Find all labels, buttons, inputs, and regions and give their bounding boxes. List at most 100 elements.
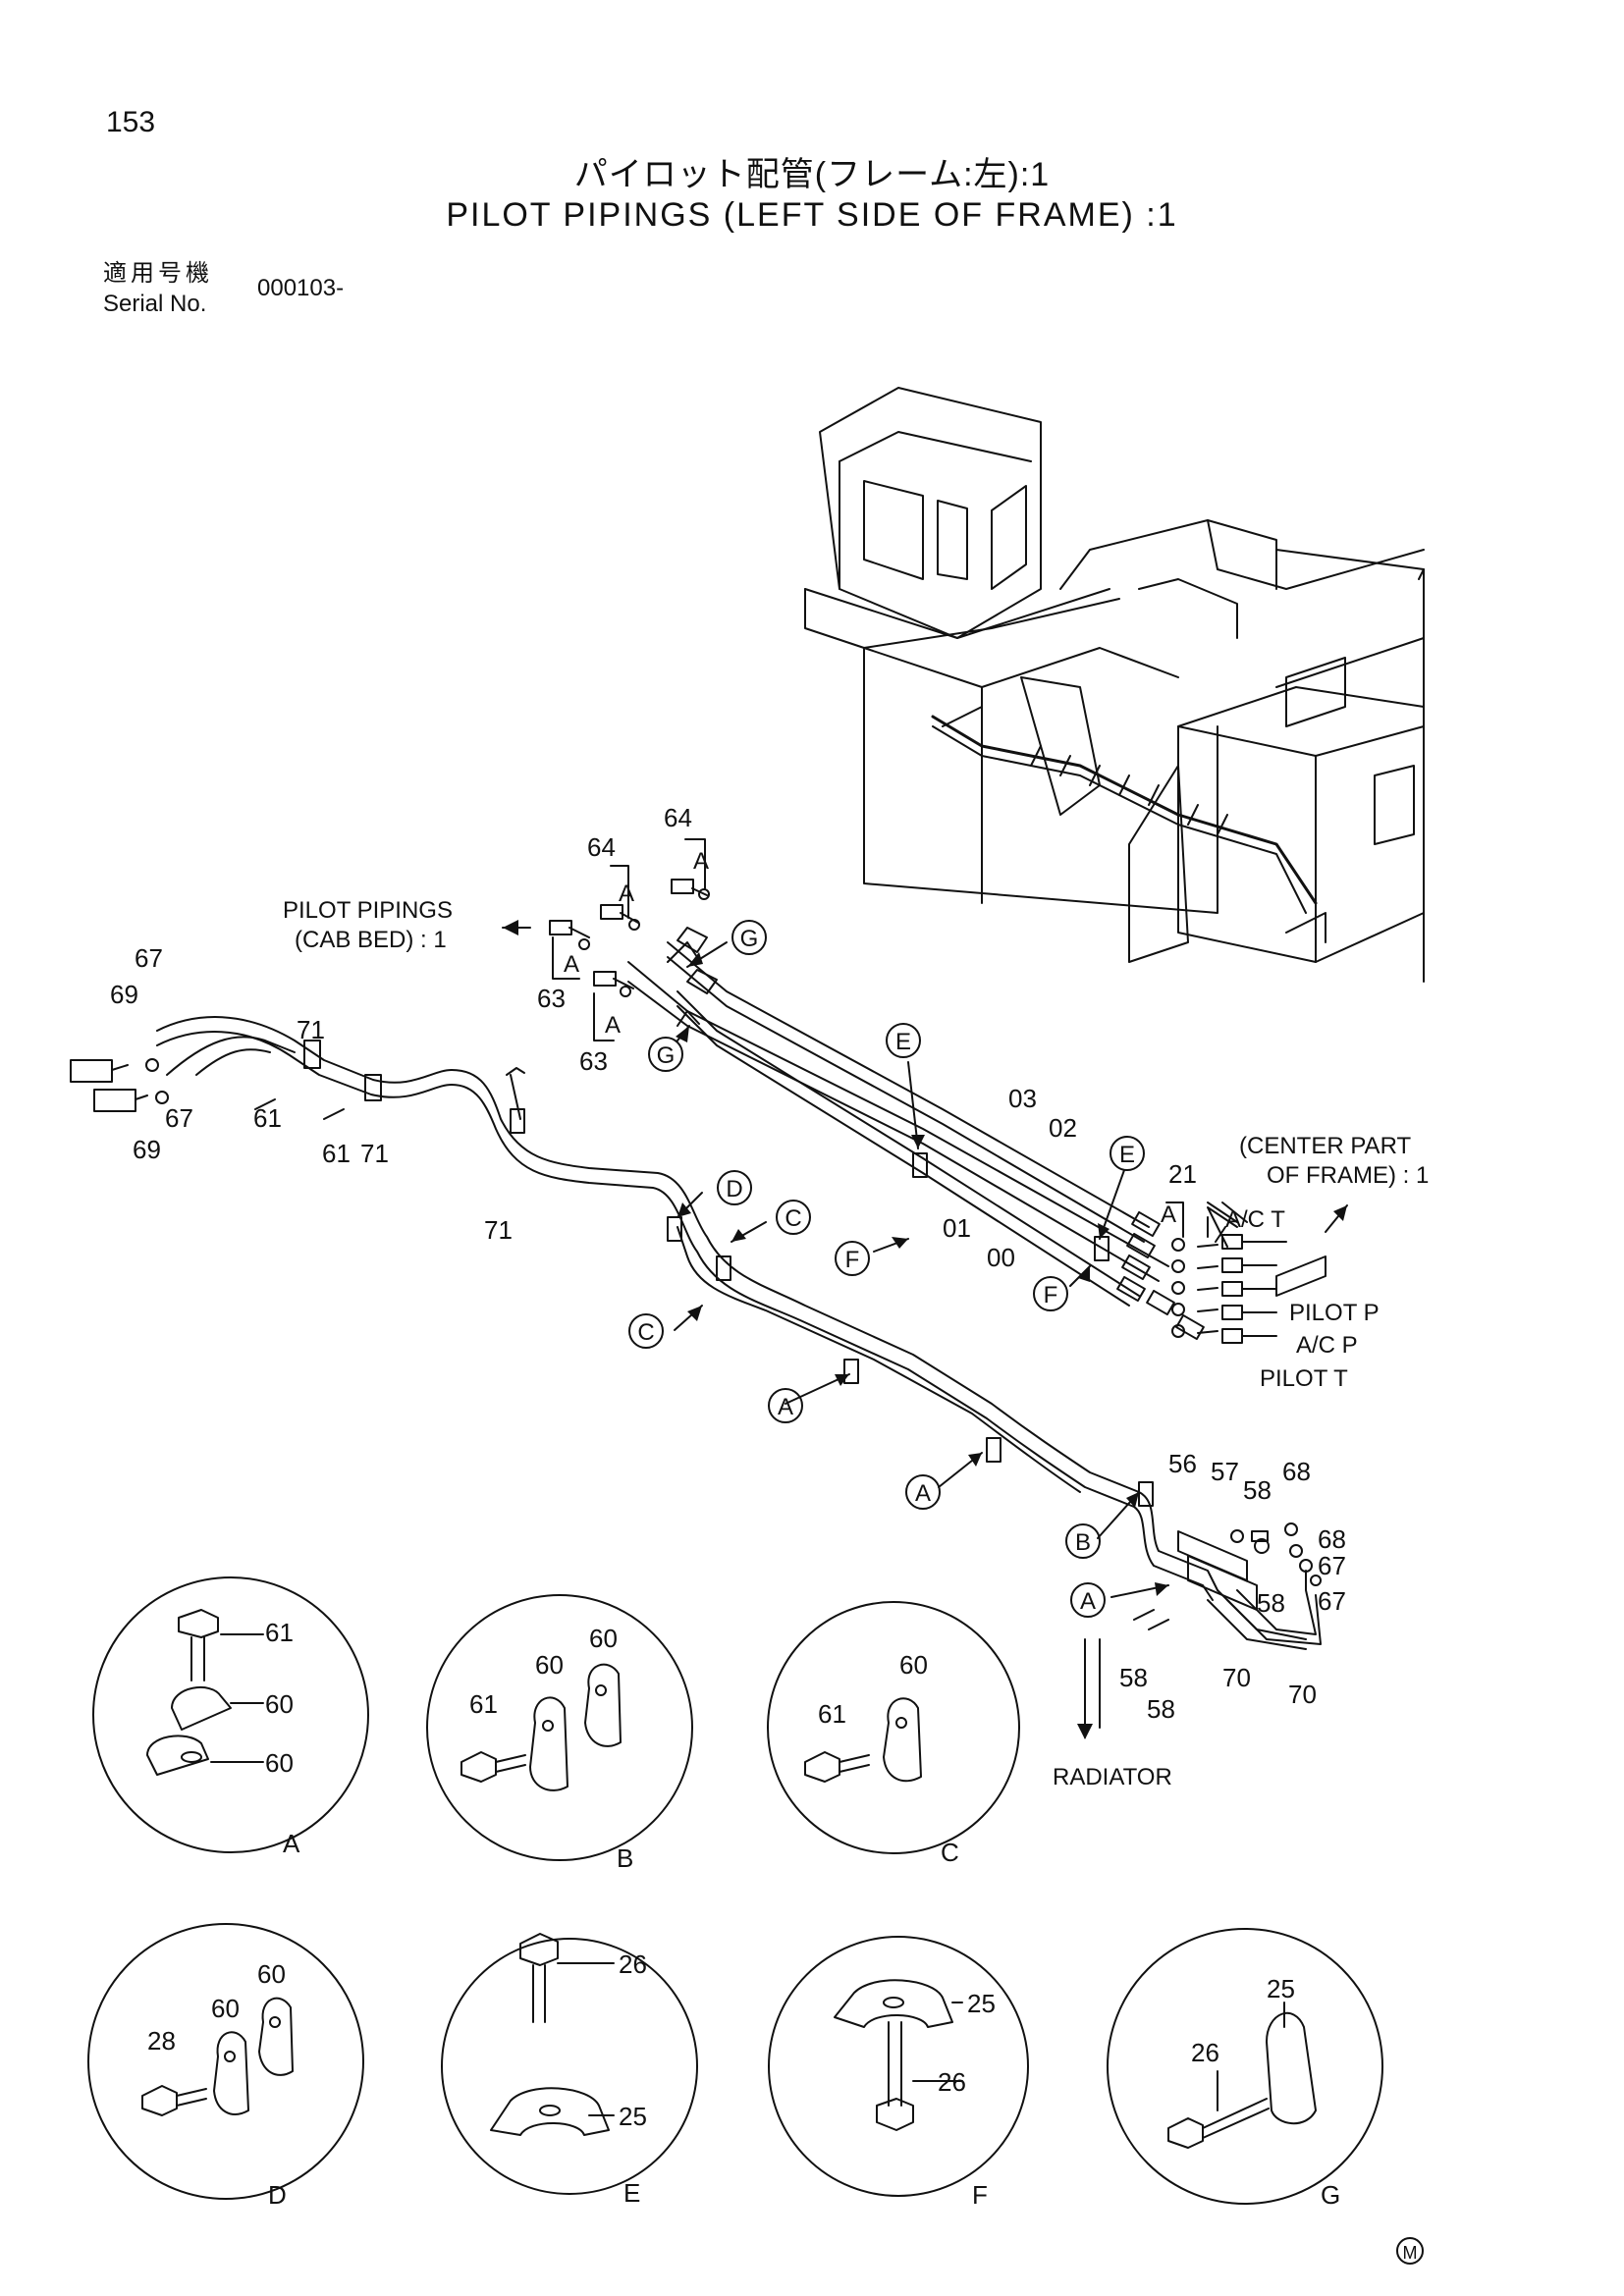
label-70-right: 70 xyxy=(1288,1680,1317,1709)
label-70-left: 70 xyxy=(1222,1663,1251,1692)
part-number-labels: 67 69 67 69 71 61 61 71 71 64 64 63 63 0… xyxy=(110,803,1346,1724)
callout-letters: G G E E F F D C C A A B A xyxy=(637,926,1135,1615)
pipe-clamps xyxy=(303,1040,1154,1507)
detail-E-letter: E xyxy=(623,2178,640,2208)
note-cab-bed-line1: PILOT PIPINGS xyxy=(283,897,453,924)
label-63-bottom: 63 xyxy=(579,1046,608,1076)
detail-view-A xyxy=(92,1576,369,1853)
label-61-right: 61 xyxy=(322,1139,351,1168)
note-ac-t: A/C T xyxy=(1225,1206,1285,1233)
label-21: 21 xyxy=(1168,1159,1197,1189)
callout-G-top xyxy=(731,920,767,955)
footer-mark-circle xyxy=(1396,2237,1424,2265)
callout-C-left-letter: C xyxy=(637,1319,654,1346)
callout-A-lower-letter: A xyxy=(915,1480,931,1507)
callout-G-bottom xyxy=(648,1037,683,1072)
label-67-side: 67 xyxy=(165,1103,193,1133)
note-center-line1: (CENTER PART xyxy=(1239,1133,1411,1159)
label-58-top: 58 xyxy=(1243,1475,1272,1505)
bracket-A-21: A xyxy=(1161,1201,1176,1228)
callout-arrowheads xyxy=(676,952,1168,1596)
detail-A-label-60-top: 60 xyxy=(265,1689,294,1719)
label-57: 57 xyxy=(1211,1457,1239,1486)
callout-G-bottom-letter: G xyxy=(657,1042,676,1069)
label-71-middle: 71 xyxy=(360,1139,389,1168)
detail-D-label-60-right: 60 xyxy=(257,1959,286,1989)
pipe-bundle xyxy=(70,879,1326,1650)
callout-C-left xyxy=(628,1313,664,1349)
callout-F-left-letter: F xyxy=(845,1247,860,1273)
detail-F-letter: F xyxy=(972,2180,988,2210)
detail-G-label-25: 25 xyxy=(1267,1974,1295,2003)
label-61-left: 61 xyxy=(253,1103,282,1133)
diagram-notes: PILOT PIPINGS (CAB BED) : 1 (CENTER PART… xyxy=(283,897,1429,1790)
callout-C-right-letter: C xyxy=(785,1205,801,1232)
detail-views xyxy=(87,1576,1383,2205)
detail-B-letter: B xyxy=(617,1843,633,1873)
detail-view-D xyxy=(87,1923,364,2200)
callout-E-right xyxy=(1110,1136,1145,1171)
detail-C-letter: C xyxy=(941,1838,959,1867)
serial-label-english: Serial No. xyxy=(103,291,207,317)
label-00: 00 xyxy=(987,1243,1015,1272)
callout-C-right xyxy=(776,1200,811,1235)
detail-view-C xyxy=(767,1601,1020,1854)
label-69-bottom: 69 xyxy=(133,1135,161,1164)
detail-view-B xyxy=(426,1594,693,1861)
page-number: 153 xyxy=(106,106,156,138)
label-69-top: 69 xyxy=(110,980,138,1009)
callout-B xyxy=(1065,1523,1101,1559)
detail-B-label-60-right: 60 xyxy=(589,1624,618,1653)
label-56: 56 xyxy=(1168,1449,1197,1478)
detail-E-label-25: 25 xyxy=(619,2102,647,2131)
direction-arrowheads xyxy=(503,920,1347,1739)
callout-A-radiator-letter: A xyxy=(1080,1588,1096,1615)
detail-A-letter: A xyxy=(283,1829,300,1858)
serial-label-japanese: 適用号機 xyxy=(103,260,213,287)
detail-view-letters: A B C D E F G xyxy=(268,1829,1340,2210)
detail-D-label-60-left: 60 xyxy=(211,1994,240,2023)
detail-view-F xyxy=(768,1936,1029,2197)
callout-D-letter: D xyxy=(726,1176,742,1202)
callout-G-top-letter: G xyxy=(740,926,759,952)
label-68-top: 68 xyxy=(1282,1457,1311,1486)
center-connectors xyxy=(1116,1206,1326,1344)
label-01: 01 xyxy=(943,1213,971,1243)
section-bracket-lines xyxy=(552,838,1248,1238)
callout-E-right-letter: E xyxy=(1119,1142,1135,1168)
callout-A-mid-letter: A xyxy=(778,1394,793,1420)
label-58-bottom-left: 58 xyxy=(1119,1663,1148,1692)
machine-body-illustration xyxy=(804,387,1425,983)
label-71-top: 71 xyxy=(297,1015,325,1044)
callout-E-left-letter: E xyxy=(895,1029,911,1055)
label-68-right: 68 xyxy=(1318,1524,1346,1554)
detail-F-label-25: 25 xyxy=(967,1989,996,2018)
note-pilot-p: PILOT P xyxy=(1289,1300,1380,1326)
detail-D-letter: D xyxy=(268,2180,287,2210)
callout-B-letter: B xyxy=(1075,1529,1091,1556)
detail-part-labels: 61 60 60 61 60 60 61 60 28 60 60 26 25 2… xyxy=(147,1618,1295,2131)
detail-B-label-61: 61 xyxy=(469,1689,498,1719)
label-67-top: 67 xyxy=(135,943,163,973)
section-bracket-letters: A A A A A xyxy=(564,848,1176,1228)
note-radiator: RADIATOR xyxy=(1053,1764,1172,1790)
detail-B-label-60-left: 60 xyxy=(535,1650,564,1680)
callout-F-right xyxy=(1033,1276,1068,1311)
serial-number-value: 000103- xyxy=(257,275,345,301)
label-02: 02 xyxy=(1049,1113,1077,1143)
detail-D-label-28: 28 xyxy=(147,2026,176,2056)
footer-mark: M xyxy=(1403,2243,1418,2263)
fittings-63-64 xyxy=(549,879,718,1027)
note-pilot-t: PILOT T xyxy=(1260,1365,1348,1392)
callout-F-left xyxy=(835,1241,870,1276)
bracket-A-63-top: A xyxy=(564,951,579,978)
callout-A-lower xyxy=(905,1474,941,1510)
note-ac-p: A/C P xyxy=(1296,1332,1358,1359)
callout-A-mid xyxy=(768,1388,803,1423)
label-64-right: 64 xyxy=(664,803,692,832)
note-center-line2: OF FRAME) : 1 xyxy=(1267,1162,1429,1189)
page-title-english: PILOT PIPINGS (LEFT SIDE OF FRAME) :1 xyxy=(446,196,1178,234)
label-03: 03 xyxy=(1008,1084,1037,1113)
page-title-japanese: パイロット配管(フレーム:左):1 xyxy=(573,156,1051,193)
